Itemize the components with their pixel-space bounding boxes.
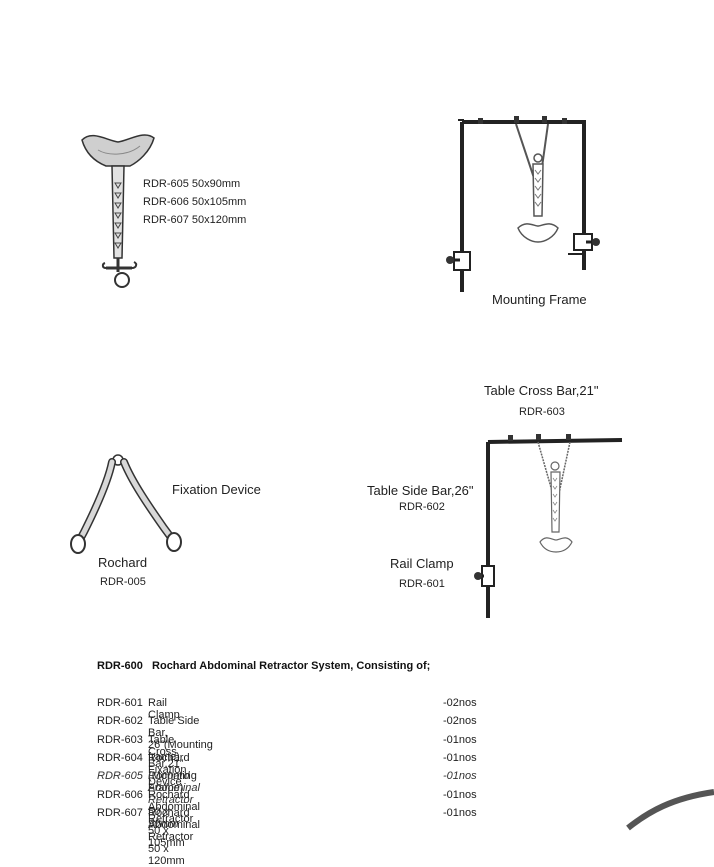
item-code: RDR-602 — [97, 715, 143, 727]
fixation-device-label: Fixation Device — [172, 482, 261, 497]
item-qty: -01nos — [443, 789, 477, 801]
item-name: Table Cross Bar,21” (Mounting Frame) — [148, 734, 197, 794]
retractor-spec: RDR-607 50x120mm — [143, 214, 247, 226]
item-qty: -01nos — [443, 770, 477, 782]
item-code: RDR-603 — [97, 734, 143, 746]
cross-bar-label: Table Cross Bar,21" — [484, 383, 599, 398]
mounting-frame-label: Mounting Frame — [492, 292, 587, 307]
item-qty: -01nos — [443, 807, 477, 819]
item-qty: -02nos — [443, 697, 477, 709]
mounting-frame-illustration — [446, 116, 600, 292]
fixation-device-illustration — [70, 454, 182, 554]
fixation-name: Rochard — [98, 555, 148, 570]
item-name: Rochard Abdominal Retractor 50 x 120mm — [148, 807, 200, 867]
item-code: RDR-605 — [97, 770, 143, 782]
item-name: Table Side Bar, 26”(Mounting frame) — [148, 715, 213, 763]
item-qty: -01nos — [443, 752, 477, 764]
rail-clamp-label: Rail Clamp — [390, 556, 454, 571]
item-code: RDR-606 — [97, 789, 143, 801]
item-code: RDR-604 — [97, 752, 143, 764]
side-bar-code: RDR-602 — [399, 501, 445, 513]
retractor-spec: RDR-605 50x90mm — [143, 178, 241, 190]
rail-clamp-code: RDR-601 — [399, 578, 445, 590]
side-bar-assembly-illustration — [474, 434, 623, 618]
fixation-code: RDR-005 — [100, 576, 146, 588]
item-name: Rochard Abdominal Retractor 50 x 90mm — [148, 770, 200, 830]
item-name: Rail Clamp — [148, 697, 180, 721]
system-title: Rochard Abdominal Retractor System, Cons… — [152, 660, 431, 672]
item-name: Rochard Fixation Device — [148, 752, 190, 788]
system-heading: RDR-600 Rochard Abdominal Retractor Syst… — [97, 660, 430, 672]
retractor-spec: RDR-606 50x105mm — [143, 196, 247, 208]
side-bar-label: Table Side Bar,26" — [367, 483, 474, 498]
item-qty: -02nos — [443, 715, 477, 727]
page-edge-curve — [626, 789, 714, 831]
item-code: RDR-601 — [97, 697, 143, 709]
item-code: RDR-607 — [97, 807, 143, 819]
retractor-blade-illustration — [81, 134, 155, 288]
item-qty: -01nos — [443, 734, 477, 746]
cross-bar-code: RDR-603 — [519, 406, 565, 418]
system-code: RDR-600 — [97, 660, 143, 672]
